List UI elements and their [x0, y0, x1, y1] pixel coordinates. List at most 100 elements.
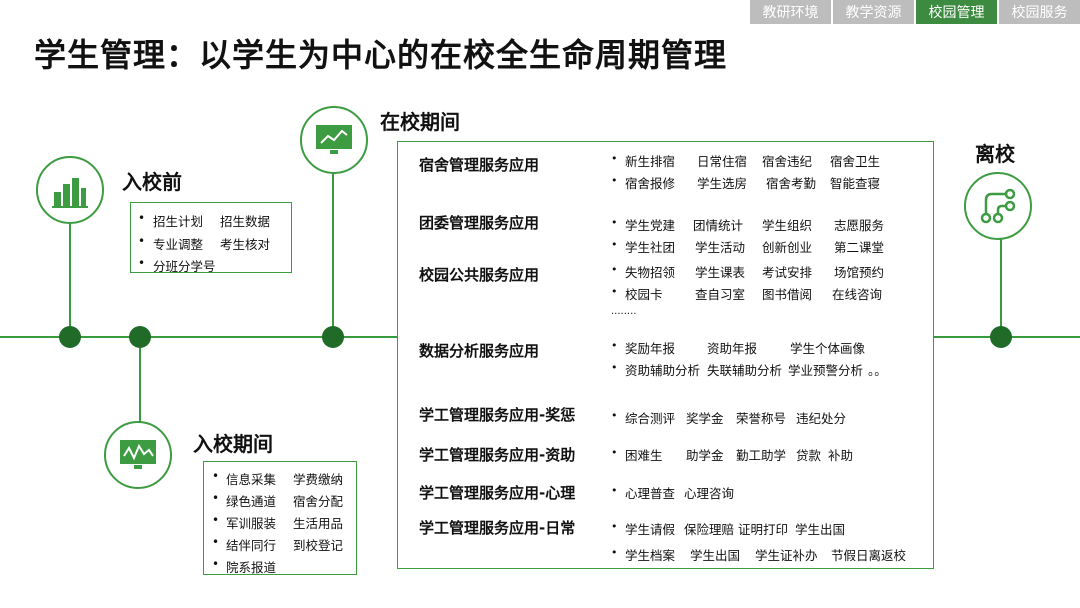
service-item: 。。 — [868, 363, 887, 378]
service-item: 学生出国 — [690, 548, 741, 563]
list-bullet: • — [611, 152, 618, 165]
service-title-data: 数据分析服务应用 — [419, 342, 540, 360]
service-item: 学生个体画像 — [790, 341, 866, 356]
list-bullet: • — [212, 491, 220, 505]
tab-research-env[interactable]: 教研环境 — [750, 0, 831, 24]
service-item: 补助 — [828, 448, 854, 463]
tab-teaching-resources[interactable]: 教学资源 — [833, 0, 914, 24]
service-item: 第二课堂 — [834, 240, 885, 255]
service-item: 证明打印 — [738, 522, 789, 537]
service-item: 在线咨询 — [832, 287, 883, 302]
service-title-rewards: 学工管理服务应用-奖惩 — [419, 406, 576, 424]
service-item: 奖学金 — [686, 411, 724, 426]
monitor-wave-icon — [120, 440, 156, 469]
service-item: 助学金 — [686, 448, 724, 463]
list-item: 结伴同行 — [226, 538, 277, 553]
enroll-items-box: • 信息采集 学费缴纳 • 绿色通道 宿舍分配 • 军训服装 生活用品 • 结伴… — [203, 461, 357, 575]
list-bullet: • — [138, 234, 146, 248]
monitor-trend-icon — [316, 125, 352, 154]
list-bullet: • — [138, 211, 146, 225]
timeline-dot-before — [59, 326, 81, 348]
service-item: 宿舍报修 — [625, 176, 676, 191]
service-item: 心理咨询 — [684, 486, 735, 501]
list-bullet: • — [611, 174, 618, 187]
list-bullet: • — [611, 238, 618, 251]
list-bullet: • — [611, 339, 618, 352]
service-item: 场馆预约 — [834, 265, 885, 280]
service-item: 贷款 — [796, 448, 822, 463]
service-title-psych: 学工管理服务应用-心理 — [419, 484, 576, 502]
service-item: 失联辅助分析 — [707, 363, 783, 378]
stage-label-leave: 离校 — [975, 142, 1015, 166]
list-bullet: • — [212, 469, 220, 483]
connector-during — [332, 172, 334, 336]
list-bullet: • — [611, 361, 618, 374]
list-bullet: • — [611, 216, 618, 229]
stage-label-enroll: 入校期间 — [193, 432, 273, 456]
timeline-dot-enroll — [129, 326, 151, 348]
list-bullet: • — [138, 256, 146, 270]
service-item: 查自习室 — [695, 287, 746, 302]
timeline-dot-leave — [990, 326, 1012, 348]
list-item: 考生核对 — [220, 237, 271, 252]
service-item: 校园卡 — [625, 287, 663, 302]
branch-network-icon — [980, 188, 1016, 224]
service-item: 智能查寝 — [830, 176, 881, 191]
tab-campus-management[interactable]: 校园管理 — [916, 0, 997, 24]
list-item: 到校登记 — [293, 538, 344, 553]
page-title: 学生管理：以学生为中心的在校全生命周期管理 — [34, 36, 728, 74]
service-item: 失物招领 — [625, 265, 676, 280]
service-item: 学生选房 — [697, 176, 748, 191]
list-bullet: • — [611, 446, 618, 459]
service-title-aid: 学工管理服务应用-资助 — [419, 446, 576, 464]
service-item: 资助辅助分析 — [625, 363, 701, 378]
list-item: 绿色通道 — [226, 494, 277, 509]
service-item: 节假日离返校 — [831, 548, 907, 563]
service-item: 学生档案 — [625, 548, 676, 563]
service-item: 违纪处分 — [796, 411, 847, 426]
list-bullet: • — [611, 520, 618, 533]
service-item: 宿舍违纪 — [762, 154, 813, 169]
service-item: 学生社团 — [625, 240, 676, 255]
stage-label-before: 入校前 — [122, 170, 182, 194]
list-item: 院系报道 — [226, 560, 277, 575]
list-bullet: • — [611, 546, 618, 559]
service-item: 图书借阅 — [762, 287, 813, 302]
list-item: 学费缴纳 — [293, 472, 344, 487]
top-nav-tabs: 教研环境 教学资源 校园管理 校园服务 — [750, 0, 1080, 24]
list-bullet: • — [212, 535, 220, 549]
service-item: 创新创业 — [762, 240, 813, 255]
list-bullet: • — [611, 285, 618, 298]
list-bullet: • — [212, 557, 220, 571]
service-item: 奖励年报 — [625, 341, 676, 356]
service-item: 学生出国 — [795, 522, 846, 537]
service-item: 日常住宿 — [697, 154, 748, 169]
service-item: 资助年报 — [707, 341, 758, 356]
stage-icon-enroll — [104, 421, 172, 489]
service-item: 考试安排 — [762, 265, 813, 280]
service-item: 新生排宿 — [625, 154, 676, 169]
building-chart-icon — [52, 178, 88, 208]
service-item: 学生课表 — [695, 265, 746, 280]
service-title-league: 团委管理服务应用 — [419, 214, 540, 232]
tab-campus-services[interactable]: 校园服务 — [999, 0, 1080, 24]
service-item: 荣誉称号 — [736, 411, 787, 426]
list-bullet: • — [212, 513, 220, 527]
connector-leave — [1000, 236, 1002, 336]
stage-icon-before — [36, 156, 104, 224]
connector-before — [69, 223, 71, 336]
service-more: ........ — [611, 306, 637, 317]
service-title-public: 校园公共服务应用 — [419, 266, 540, 284]
stage-icon-leave — [964, 172, 1032, 240]
list-item: 军训服装 — [226, 516, 277, 531]
list-item: 招生数据 — [220, 214, 271, 229]
before-items-box: • 招生计划 招生数据 • 专业调整 考生核对 • 分班分学号 — [130, 202, 292, 274]
during-services-box: 宿舍管理服务应用 • 新生排宿 日常住宿 宿舍违纪 宿舍卫生 • 宿舍报修 学生… — [397, 141, 934, 569]
stage-icon-during — [300, 106, 368, 174]
service-item: 学生请假 — [625, 522, 676, 537]
list-bullet: • — [611, 409, 618, 422]
service-item: 学生证补办 — [755, 548, 818, 563]
connector-enroll — [139, 337, 141, 422]
service-item: 宿舍卫生 — [830, 154, 881, 169]
service-item: 团情统计 — [693, 218, 744, 233]
